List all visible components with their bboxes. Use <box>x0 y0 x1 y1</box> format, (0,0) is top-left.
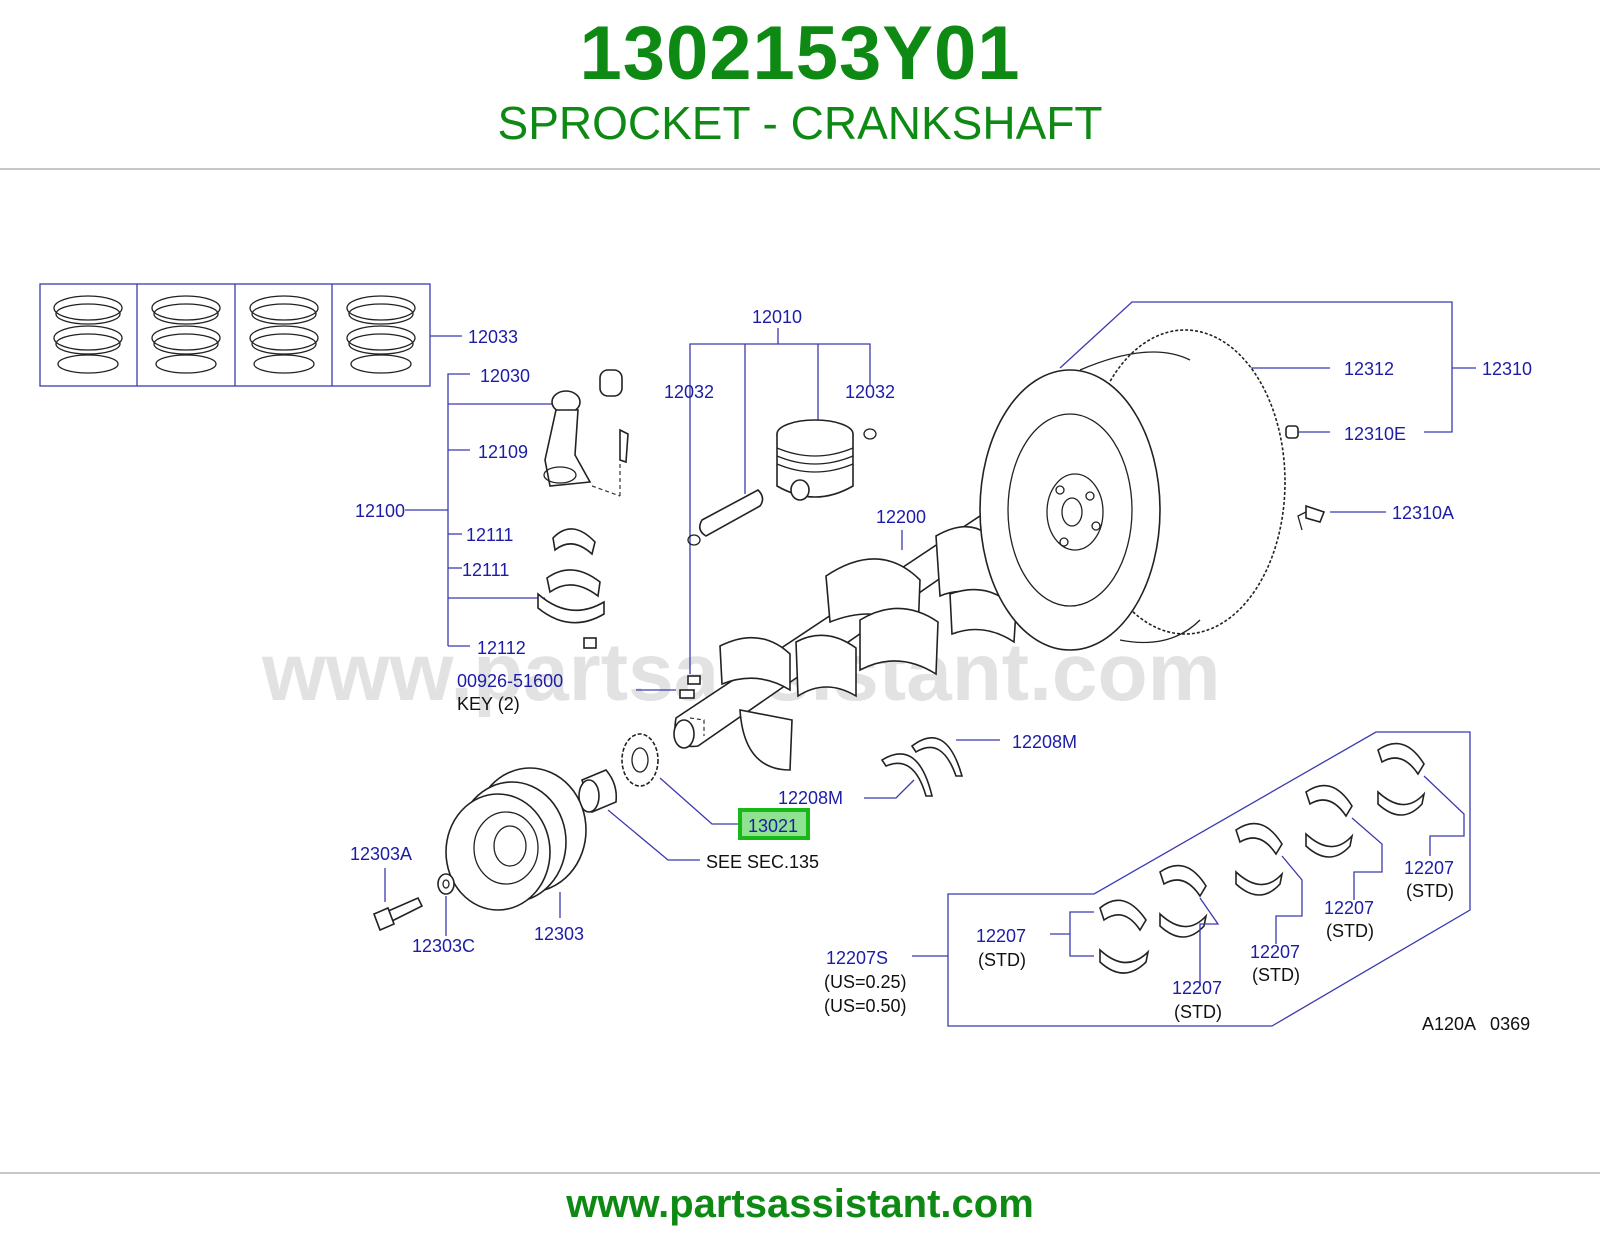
sprocket-illustration <box>621 733 659 787</box>
footer-url-link[interactable]: www.partsassistant.com <box>566 1182 1034 1226</box>
part-number-title: 1302153Y01 <box>579 11 1021 96</box>
label-12310E: 12310E <box>1344 424 1406 444</box>
crankshaft-illustration <box>673 507 1033 771</box>
thrust-washers-illustration <box>880 736 964 797</box>
label-12109: 12109 <box>478 442 528 462</box>
label-12207-b: 12207 <box>1172 978 1222 998</box>
label-12030: 12030 <box>480 366 530 386</box>
label-us-050: (US=0.50) <box>824 996 907 1016</box>
label-12111-lower: 12111 <box>462 560 509 580</box>
spacer-illustration <box>578 769 618 814</box>
main-bearings-illustration <box>1099 742 1426 974</box>
label-std-b: (STD) <box>1174 1002 1222 1022</box>
piston-illustration <box>687 419 877 546</box>
label-12032-left: 12032 <box>664 382 714 402</box>
label-12303A: 12303A <box>350 844 412 864</box>
label-std-a: (STD) <box>978 950 1026 970</box>
label-12100: 12100 <box>355 501 405 521</box>
label-12208M-lower: 12208M <box>778 788 843 808</box>
label-std-d: (STD) <box>1326 921 1374 941</box>
header-divider <box>0 168 1600 170</box>
label-12207-c: 12207 <box>1250 942 1300 962</box>
label-12208M-upper: 12208M <box>1012 732 1077 752</box>
diagram-ref-code: A120A 0369 <box>1422 1014 1530 1034</box>
label-us-025: (US=0.25) <box>824 972 907 992</box>
part-name-subtitle: SPROCKET - CRANKSHAFT <box>497 97 1103 149</box>
label-12207-a: 12207 <box>976 926 1026 946</box>
label-00926-51600: 00926-51600 <box>457 671 563 691</box>
page-header: 1302153Y01 SPROCKET - CRANKSHAFT <box>0 0 1600 170</box>
label-12207-e: 12207 <box>1404 858 1454 878</box>
sprocket-highlight-box <box>738 808 810 840</box>
label-12310A: 12310A <box>1392 503 1454 523</box>
piston-rings-illustration <box>39 283 431 387</box>
label-key-note: KEY (2) <box>457 694 520 714</box>
label-13021[interactable]: 13021 <box>748 816 798 836</box>
label-see-sec-135: SEE SEC.135 <box>706 852 819 872</box>
label-12032-right: 12032 <box>845 382 895 402</box>
label-std-e: (STD) <box>1406 881 1454 901</box>
connecting-rod-illustration <box>537 369 629 649</box>
label-12112: 12112 <box>477 638 526 658</box>
label-12310: 12310 <box>1482 359 1532 379</box>
crank-pulley-illustration <box>372 767 587 932</box>
label-12312: 12312 <box>1344 359 1394 379</box>
label-12207S: 12207S <box>826 948 888 968</box>
label-12207-d: 12207 <box>1324 898 1374 918</box>
label-12111-upper: 12111 <box>466 525 513 545</box>
exploded-parts-diagram: www.partsassistant.com 12033 12030 121 <box>0 250 1600 1100</box>
footer-divider <box>0 1172 1600 1174</box>
label-12303C: 12303C <box>412 936 475 956</box>
flywheel-illustration <box>979 329 1326 651</box>
label-12033: 12033 <box>468 327 518 347</box>
label-std-c: (STD) <box>1252 965 1300 985</box>
label-12200: 12200 <box>876 507 926 527</box>
label-12010: 12010 <box>752 307 802 327</box>
label-12303: 12303 <box>534 924 584 944</box>
